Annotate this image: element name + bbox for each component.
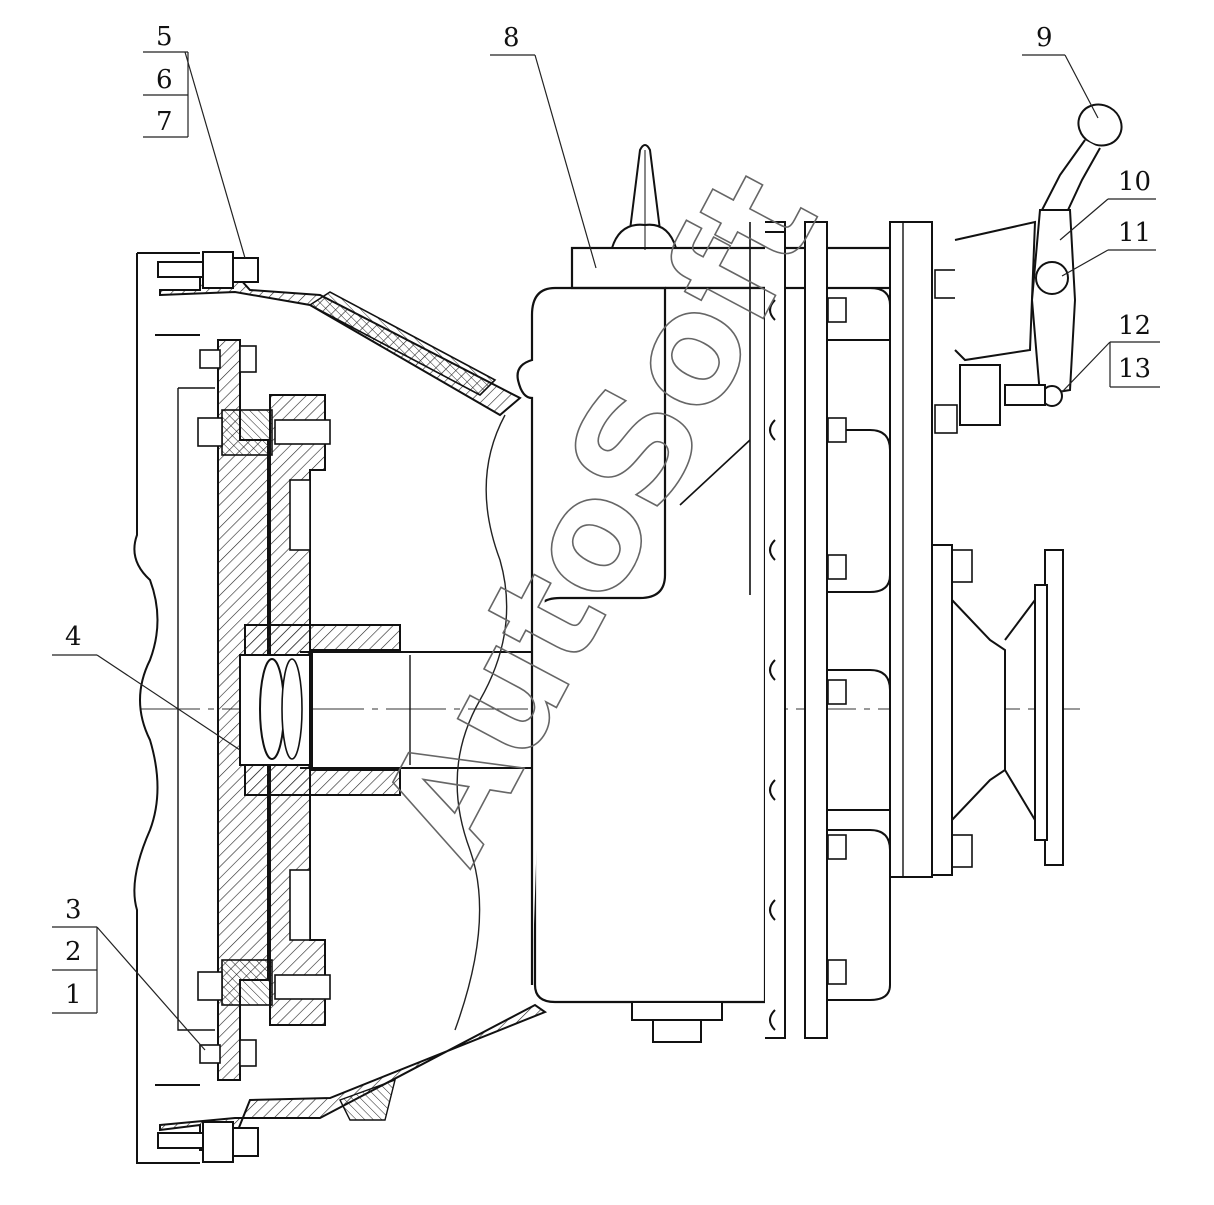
gearbox-housing xyxy=(516,222,894,1004)
callout-6: 6 xyxy=(156,65,173,95)
callout-2: 2 xyxy=(65,937,82,967)
callout-5: 5 xyxy=(156,22,173,52)
callout-11: 11 xyxy=(1118,218,1151,248)
callout-3: 3 xyxy=(65,895,82,925)
callout-13: 13 xyxy=(1118,354,1151,384)
ribbed-cover xyxy=(765,221,933,1039)
callout-4: 4 xyxy=(65,622,82,652)
drain-plug xyxy=(631,1001,723,1043)
callout-9: 9 xyxy=(1036,23,1053,53)
cover-bolts xyxy=(827,269,973,985)
leader-lines xyxy=(52,51,1160,1051)
breather xyxy=(610,144,678,250)
callout-1: 1 xyxy=(65,980,82,1010)
callout-12: 12 xyxy=(1118,311,1151,341)
clutch-hub xyxy=(239,624,401,796)
callout-10: 10 xyxy=(1118,167,1151,197)
break-line xyxy=(454,414,508,1031)
shift-lever xyxy=(954,103,1123,426)
flange-bolt-top xyxy=(157,251,259,289)
clutch-housing-top xyxy=(159,267,522,417)
flywheel-housing xyxy=(133,252,215,1164)
callout-7: 7 xyxy=(156,107,173,137)
output-flange xyxy=(931,544,1064,876)
callout-labels: 5 6 7 8 9 10 11 12 13 4 3 2 1 xyxy=(65,22,1151,1010)
disc-bolts xyxy=(197,345,331,1067)
callout-8: 8 xyxy=(503,23,520,53)
clutch-housing-bottom xyxy=(159,1003,548,1151)
input-shaft xyxy=(300,651,545,769)
flange-bolt-bottom xyxy=(157,1121,259,1163)
